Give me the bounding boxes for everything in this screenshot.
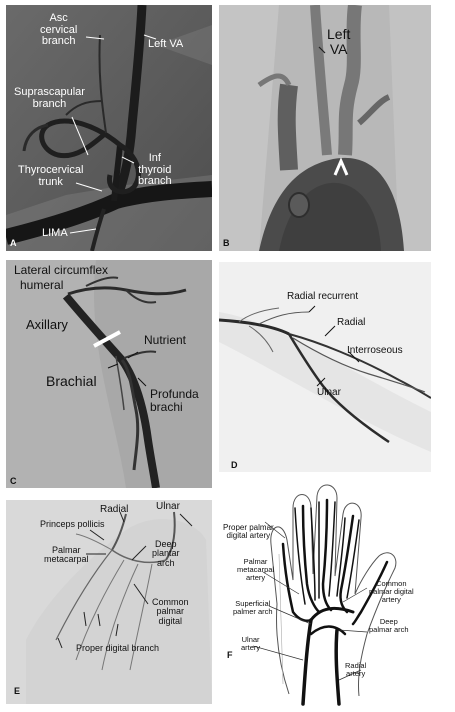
panel-f-illustration: Proper palmar digital artery Palmar meta… (219, 484, 431, 706)
label-axillary: Axillary (26, 317, 68, 332)
panel-f-letter: F (227, 650, 233, 660)
label-brachial: Brachial (46, 373, 97, 389)
panel-c-vessels (6, 260, 212, 488)
panel-e-vessels (6, 500, 212, 704)
label-nutrient: Nutrient (144, 333, 187, 347)
label-asc-cervical-branch: Asc cervical branch (40, 12, 78, 48)
label-palmar-metacarpal: Palmar metacarpal (44, 545, 89, 565)
label-ulnar: Ulnar (317, 387, 341, 398)
panel-c-letter: C (10, 476, 17, 486)
label-radial: Radial (337, 317, 366, 328)
label-ulnar-artery: Ulnar artery (241, 635, 261, 652)
label-proper-palmar-digital-artery: Proper palmar digital artery (223, 523, 274, 541)
panel-d-vessels (219, 262, 431, 472)
label-palmar-metacarpal-artery: Palmar metacarpal artery (237, 557, 275, 582)
panel-a-angiogram: Asc cervical branch Left VA Suprascapula… (6, 5, 212, 251)
label-deep-plantar-arch: Deep plantar arch (152, 539, 180, 568)
panel-d-angiogram: Radial recurrent Radial Interroseous Uln… (219, 262, 431, 472)
label-left-va: Left VA (148, 38, 184, 50)
label-thyrocervical-trunk: Thyrocervical trunk (18, 164, 84, 188)
label-profunda-brachi: Profunda brachi (150, 387, 199, 414)
label-superficial-palmer-arch: Superficial palmer arch (233, 599, 273, 616)
label-suprascapular-branch: Suprascapular branch (14, 86, 85, 110)
label-radial-artery: Radial artery (345, 661, 367, 678)
label-deep-palmar-arch: Deep palmar arch (369, 617, 409, 634)
label-lima: LIMA (42, 227, 68, 239)
label-princeps-pollicis: Princeps pollicis (40, 519, 105, 529)
panel-a-vessels (6, 5, 212, 251)
panel-e-letter: E (14, 686, 21, 696)
label-radial-recurrent: Radial recurrent (287, 291, 359, 302)
label-inf-thyroid-branch: Inf thyroid branch (138, 152, 172, 188)
label-common-palmar-digital-artery: Common palmar digital artery (369, 579, 414, 604)
label-ulnar: Ulnar (156, 501, 180, 512)
label-radial: Radial (100, 504, 129, 515)
label-interroseous: Interroseous (347, 345, 403, 356)
label-humeral: humeral (20, 278, 64, 292)
panel-c-angiogram: Lateral circumflex humeral Axillary Nutr… (6, 260, 212, 488)
label-proper-digital-branch: Proper digital branch (76, 643, 160, 653)
panel-b-letter: B (223, 238, 230, 248)
panel-e-angiogram: Radial Ulnar Princeps pollicis Palmar me… (6, 500, 212, 704)
panel-a-letter: A (10, 238, 17, 248)
panel-b-angiogram: Left VA B (219, 5, 431, 251)
panel-f-hand-diagram (252, 484, 397, 706)
panel-b-vessels (219, 5, 431, 251)
label-lateral-circumflex: Lateral circumflex (14, 263, 109, 277)
label-common-palmar-digital: Common palmar digital (152, 597, 189, 626)
panel-d-letter: D (231, 460, 238, 470)
label-left-va: Left VA (327, 26, 351, 57)
